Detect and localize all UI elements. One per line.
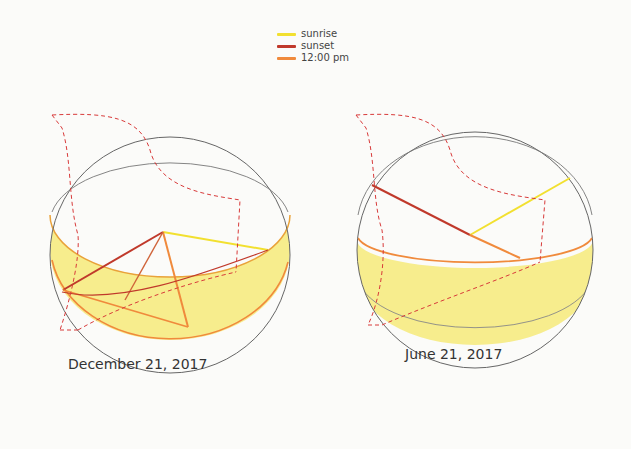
legend-swatch [277,33,296,36]
legend-text: sunrise [301,28,337,39]
legend-swatch [277,57,296,60]
december-dome [50,114,290,373]
date-caption: June 21, 2017 [405,346,502,362]
legend-text: 12:00 pm [301,52,349,63]
legend-row: sunset [277,41,310,53]
legend-row: sunrise [277,29,313,41]
legend-row: 12:00 pm [277,53,325,65]
legend-text: sunset [301,40,334,51]
date-caption: December 21, 2017 [68,356,207,372]
june-dome [356,114,593,368]
legend-swatch [277,45,296,48]
